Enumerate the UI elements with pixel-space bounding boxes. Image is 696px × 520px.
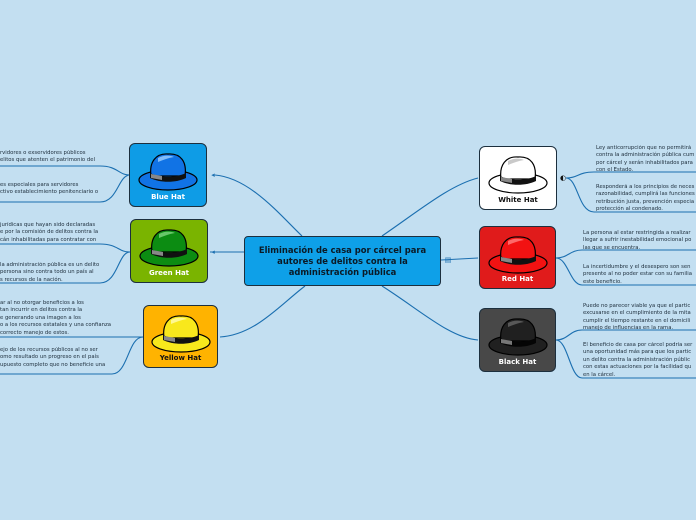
central-topic-text: Eliminación de casa por cárcel para auto…	[258, 244, 427, 277]
yellow-hat-icon	[150, 315, 211, 353]
blue-hat-node[interactable]: Blue Hat	[129, 143, 207, 207]
green-hat-label: Green Hat	[148, 269, 190, 277]
green-hat-node[interactable]: Green Hat	[130, 219, 208, 283]
blue-hat-label: Blue Hat	[151, 193, 185, 201]
black-note-2[interactable]: El beneficio de casa por cárcel podría s…	[583, 342, 693, 378]
central-topic[interactable]: Eliminación de casa por cárcel para auto…	[244, 236, 441, 286]
black-hat-icon	[487, 318, 548, 356]
expand-icon[interactable]: ◐	[559, 174, 567, 182]
green-hat-icon	[139, 229, 199, 267]
yellow-note-2[interactable]: ejo de los recursos públicos al no ser o…	[0, 347, 106, 368]
blue-hat-icon	[138, 153, 198, 191]
white-hat-label: White Hat	[498, 196, 538, 204]
white-note-1[interactable]: Ley anticorrupción que no permitirá cont…	[596, 145, 695, 174]
green-note-1[interactable]: jurídicas que hayan sido declaradas e po…	[0, 222, 99, 243]
white-note-2[interactable]: Responderá a los principios de neces raz…	[596, 184, 695, 213]
red-note-1[interactable]: La persona al estar restringida a realiz…	[583, 230, 692, 251]
red-hat-node[interactable]: Red Hat	[479, 226, 556, 289]
black-hat-label: Black Hat	[498, 358, 537, 366]
white-hat-node[interactable]: White Hat	[479, 146, 557, 210]
black-note-1[interactable]: Puede no parecer viable ya que el partic…	[583, 303, 691, 332]
red-hat-label: Red Hat	[501, 275, 534, 283]
black-hat-node[interactable]: Black Hat	[479, 308, 556, 372]
blue-note-2[interactable]: es especiales para servidores ctivo esta…	[0, 182, 99, 196]
yellow-hat-node[interactable]: Yellow Hat	[143, 305, 218, 368]
green-note-2[interactable]: la administración pública es un delito p…	[0, 262, 100, 283]
white-hat-icon	[488, 156, 548, 194]
blue-note-1[interactable]: rvidores o exservidores públicos elitos …	[0, 150, 95, 164]
expand-icon[interactable]: ▤	[444, 256, 452, 264]
expand-icon[interactable]: ◂	[211, 171, 215, 179]
yellow-hat-label: Yellow Hat	[159, 354, 202, 362]
expand-icon[interactable]: ◂	[211, 248, 215, 256]
red-note-2[interactable]: La incertidumbre y el desespero son sen …	[583, 264, 692, 285]
red-hat-icon	[487, 236, 548, 274]
yellow-note-1[interactable]: ar al no otorgar beneficios a los tan in…	[0, 300, 111, 336]
